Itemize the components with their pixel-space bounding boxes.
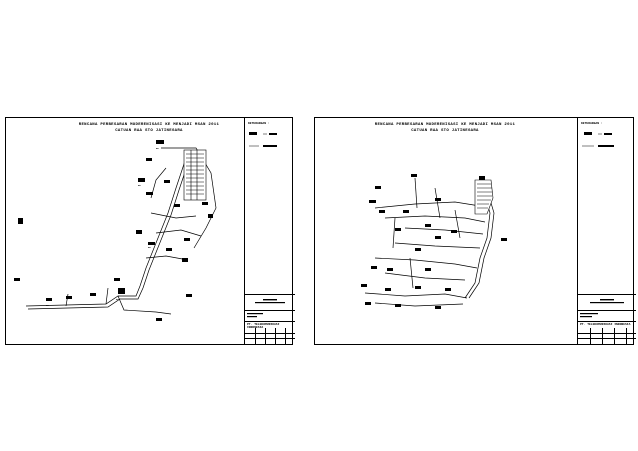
- title-block-stamp: [247, 313, 263, 318]
- title-block-text-marks: [590, 299, 624, 304]
- title-block-divider: [578, 310, 636, 311]
- svg-text:RK: RK: [138, 184, 141, 187]
- title-block-text-marks: [255, 299, 285, 304]
- sheet-title: RENCANA PERBESARAN MODERENISASI KE MENJA…: [78, 123, 220, 127]
- legend-symbols: [249, 132, 277, 147]
- svg-text:RK: RK: [46, 304, 49, 307]
- network-route-drawing: RK RK RK RK RK: [14, 140, 217, 321]
- legend-heading: KETERANGAN :: [248, 122, 270, 125]
- legend-title-block: KETERANGAN : PT. TELEKOMUNIKASI INDONESI…: [577, 118, 636, 344]
- company-name: PT. TELEKOMUNIKASI INDONESIA: [580, 323, 631, 326]
- svg-text:RK: RK: [156, 147, 159, 150]
- drawing-sheet-left: RENCANA PERBESARAN MODERENISASI KE MENJA…: [5, 117, 295, 345]
- legend-symbols: [582, 132, 614, 147]
- revision-grid: [578, 328, 636, 344]
- sheet-subtitle: CATUAN RAA STO JATINEGARA: [115, 129, 183, 133]
- legend-title-block: KETERANGAN : PT. TELEKOMUNIKASI INDONESI…: [244, 118, 295, 344]
- title-block-divider: [245, 294, 295, 295]
- svg-text:RK: RK: [148, 246, 151, 249]
- title-block-divider: [578, 294, 636, 295]
- revision-grid: [245, 328, 295, 344]
- title-block-divider: [245, 310, 295, 311]
- title-block-divider: [578, 321, 636, 322]
- svg-text:RK: RK: [116, 298, 119, 301]
- drawing-sheet-right: RENCANA PERBESARAN MODERENISASI KE MENJA…: [314, 117, 636, 345]
- title-block-divider: [245, 321, 295, 322]
- title-block-stamp: [580, 313, 598, 318]
- legend-heading: KETERANGAN :: [581, 122, 603, 125]
- company-name: PT. TELEKOMUNIKASI INDONESIA: [247, 323, 280, 329]
- sheet-subtitle: CATUAN RAA STO JATINEGARA: [411, 129, 479, 133]
- network-route-drawing: [361, 174, 507, 309]
- sheet-title: RENCANA PERBESARAN MODERENISASI KE MENJA…: [374, 123, 516, 127]
